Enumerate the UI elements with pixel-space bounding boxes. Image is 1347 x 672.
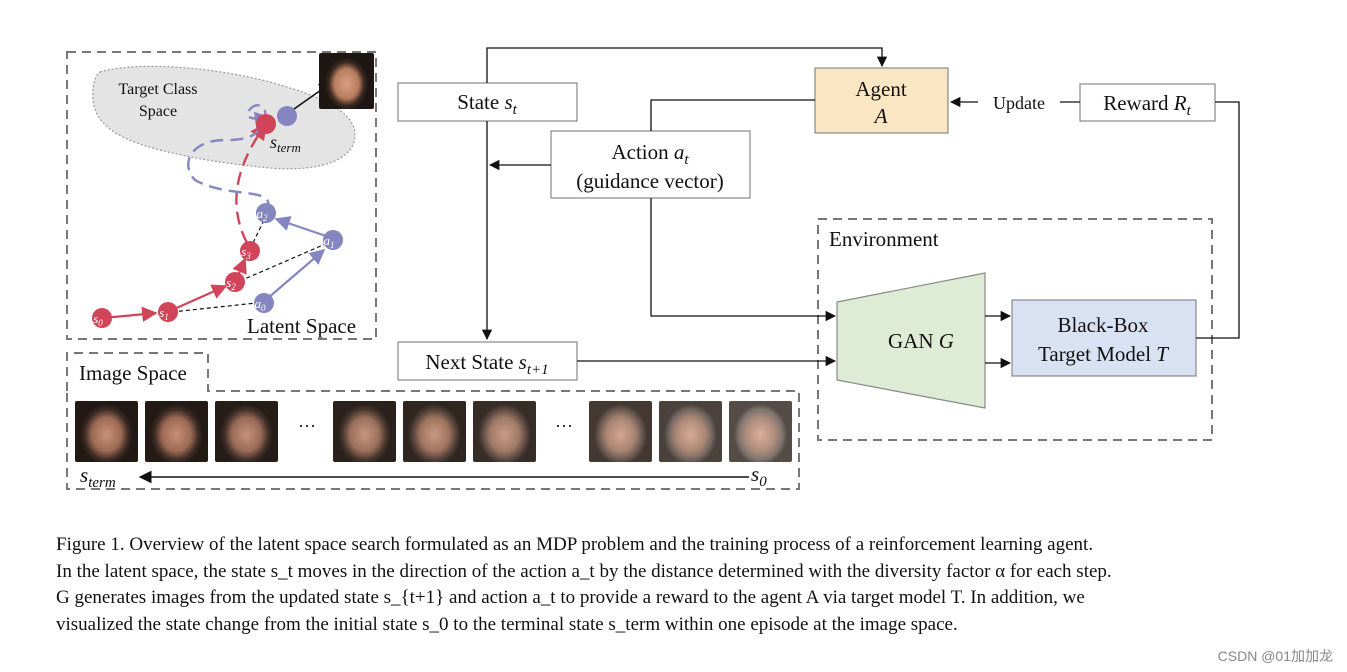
latent-space-frame [66,51,377,340]
svg-text:s1: s1 [159,305,169,322]
node-a0: a0 [254,293,274,313]
conn-agent-to-action [650,99,815,131]
face-image-9 [729,401,792,462]
agent-label-line2: A [873,104,888,128]
caption-line-1: Figure 1. Overview of the latent space s… [56,534,1094,555]
conn-target-to-reward [1196,101,1240,339]
face-image-6 [473,401,536,462]
image-space-label: Image Space [79,361,187,385]
face-image-1 [75,401,138,462]
s0-label-image: s0 [751,462,767,490]
conn-state-to-agent [486,47,888,83]
agent-box [814,67,949,134]
node-s1: s1 [158,302,178,322]
node-terminal-red [256,114,276,134]
node-s3: s3 [240,241,260,261]
gan-label: GAN G [888,329,954,353]
node-a2: a2 [256,203,276,223]
face-image-2 [145,401,208,462]
red-arrow-s1-s2 [171,284,228,312]
agent-label-line1: Agent [855,77,906,101]
caption-line-3: G generates images from the updated stat… [56,587,1085,608]
ellipsis-1: ··· [298,416,316,436]
svg-text:a0: a0 [255,296,267,313]
gan-shape [836,272,986,409]
svg-text:s3: s3 [241,244,251,261]
target-class-label-line2: Space [139,103,177,120]
state-box [397,82,578,122]
red-trajectory-dashed [235,122,267,244]
environment-label: Environment [829,227,939,251]
reward-box [1079,83,1216,122]
action-box [550,130,751,199]
face-image-8 [659,401,722,462]
conn-action-to-gan [650,198,837,322]
target-label-line1: Black-Box [1058,313,1149,337]
target-face-image [319,53,374,109]
next-state-label: Next State st+1 [425,350,548,378]
target-label-line2: Target Model T [1038,342,1169,366]
node-a1: a1 [323,230,343,250]
image-space-frame [66,352,800,490]
update-label: Update [993,93,1045,113]
dotted-s2-a1 [239,241,331,282]
state-label: State st [457,90,517,118]
caption-line-4: visualized the state change from the ini… [56,613,958,635]
figure-caption: Figure 1. Overview of the latent space s… [56,532,1261,638]
node-terminal-blue [277,106,297,126]
dotted-s1-a0 [171,302,257,313]
svg-text:a2: a2 [257,206,269,223]
blue-trajectory-dashed [187,104,272,213]
action-label-line1: Action at [611,140,689,168]
face-image-3 [215,401,278,462]
face-image-5 [403,401,466,462]
face-image-4 [333,401,396,462]
node-s0: s0 [92,308,112,328]
target-model-box [1011,299,1197,377]
node-s2: s2 [225,272,245,292]
latent-space-label: Latent Space [247,314,356,338]
blue-arrow-a1-a2 [274,216,327,238]
reward-label: Reward Rt [1103,91,1191,119]
s-term-label-image: sterm [80,463,116,491]
ellipsis-2: ··· [555,416,573,436]
target-class-label-line1: Target Class [118,81,197,98]
action-label-line2: (guidance vector) [576,169,724,193]
svg-text:s0: s0 [93,311,103,328]
environment-frame [817,218,1213,441]
face-image-7 [589,401,652,462]
blue-arrow-a0-a1 [267,248,326,299]
svg-text:s2: s2 [226,275,236,292]
target-class-region [92,65,356,170]
caption-line-2: In the latent space, the state s_t moves… [56,560,1112,582]
svg-text:a1: a1 [324,233,335,250]
watermark: CSDN @01加加龙 [1217,648,1333,664]
s-term-label-latent: sterm [270,132,301,155]
